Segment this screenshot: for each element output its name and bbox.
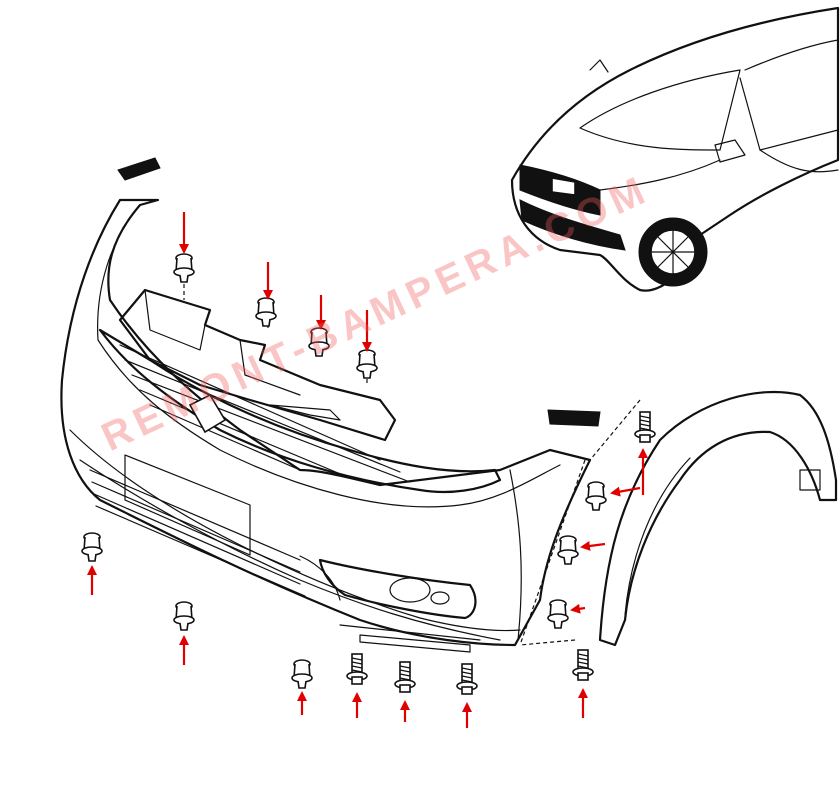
clip-icon — [173, 601, 195, 631]
arrow-left-icon — [610, 486, 641, 497]
bolt-icon — [346, 653, 368, 685]
upper-grille-cover — [118, 288, 397, 442]
fog-light — [318, 558, 477, 620]
bolt-icon — [572, 649, 594, 681]
clip-icon — [308, 327, 330, 357]
clip-icon — [585, 481, 607, 511]
front-grille — [98, 328, 502, 494]
wheel-icon — [638, 217, 708, 287]
car-illustration — [510, 6, 840, 292]
clip-icon — [173, 253, 195, 283]
wheel-arch-liner — [598, 390, 838, 647]
fasteners-group — [81, 253, 656, 695]
arrow-left-icon — [570, 603, 586, 614]
logo-badge — [188, 393, 227, 434]
clip-icon — [356, 349, 378, 379]
bracket-part — [117, 157, 161, 181]
bolt-icon — [456, 663, 478, 695]
arrow-left-icon — [580, 541, 606, 551]
bolt-icon — [634, 411, 656, 443]
clip-icon — [81, 532, 103, 562]
arrows-group — [87, 212, 648, 728]
front-bumper — [60, 198, 592, 653]
bracket-part — [547, 409, 601, 427]
clip-icon — [291, 659, 313, 689]
clip-icon — [255, 297, 277, 327]
clip-icon — [547, 599, 569, 629]
clip-icon — [557, 535, 579, 565]
bolt-icon — [394, 661, 416, 693]
